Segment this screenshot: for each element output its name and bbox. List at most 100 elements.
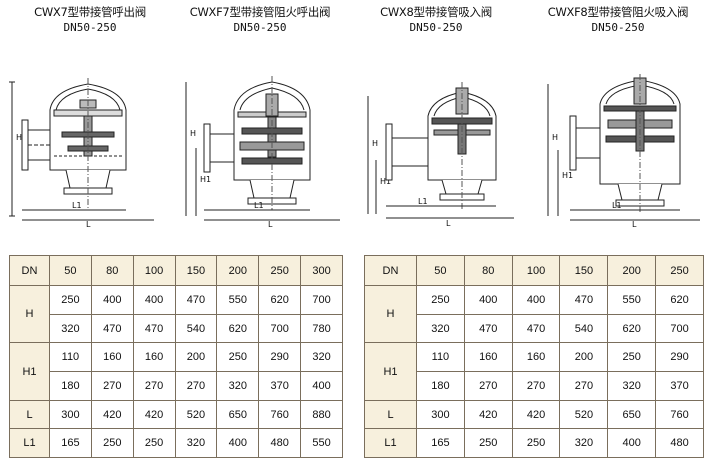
caption-size: DN50-250	[409, 21, 463, 34]
table-cell: 480	[655, 428, 704, 459]
dim-label-l1: L1	[612, 201, 622, 210]
table-cell: 165	[49, 428, 92, 459]
table-cell: 550	[607, 285, 657, 315]
drawing-cwxf7: H H1 L1 L	[180, 70, 350, 228]
dim-label-l1: L1	[72, 201, 82, 210]
table-header-row: DN 50 80 100 150 200 250 300	[9, 255, 343, 286]
table-header-row: DN 50 80 100 150 200 250	[364, 255, 704, 286]
table-cell: 320	[416, 313, 465, 344]
dim-label-h: H	[190, 129, 196, 138]
row-label: H1	[9, 342, 50, 401]
table-cell: 110	[49, 342, 92, 373]
dim-label-h1: H1	[200, 175, 211, 184]
drawing-cwx7: H L1 L	[8, 70, 173, 228]
spec-table-left: DN 50 80 100 150 200 250 300 H 250 400 4…	[9, 255, 343, 459]
column-header: 150	[559, 255, 609, 286]
table-cell: 165	[416, 428, 465, 459]
column-header: 50	[49, 255, 92, 286]
table-cell: 250	[416, 285, 465, 315]
dim-label-l: L	[632, 220, 637, 228]
table-cell: 320	[559, 428, 609, 459]
table-cell: 620	[258, 285, 302, 315]
table-cell: 420	[90, 399, 134, 430]
caption-title: CWX8型带接管吸入阀	[380, 5, 492, 19]
caption-cwx7: CWX7型带接管呼出阀 DN50-250	[10, 4, 170, 36]
column-header: 150	[174, 255, 218, 286]
spec-table-right: DN 50 80 100 150 200 250 H 250 400 400 4…	[364, 255, 704, 459]
table-corner-cell: DN	[364, 255, 417, 286]
table-cell: 290	[655, 342, 704, 373]
table-cell: 270	[511, 371, 561, 401]
table-cell: 200	[559, 342, 609, 373]
table-cell: 650	[216, 399, 260, 430]
table-row: 320 470 470 540 620 700	[365, 313, 704, 344]
table-cell: 700	[655, 313, 704, 344]
column-header: 50	[416, 255, 465, 286]
table-cell: 320	[300, 342, 343, 373]
caption-size: DN50-250	[233, 21, 287, 34]
table-cell: 250	[90, 428, 134, 459]
table-row: H 250 400 400 470 550 620 700	[9, 284, 343, 344]
table-cell: 540	[559, 313, 609, 344]
table-cell: 320	[49, 313, 92, 344]
table-cell: 400	[300, 371, 343, 401]
table-cell: 250	[132, 428, 176, 459]
table-cell: 540	[174, 313, 218, 344]
table-cell: 110	[416, 342, 465, 373]
caption-size: DN50-250	[63, 21, 117, 34]
row-label: H1	[364, 342, 417, 401]
dim-label-h1: H1	[562, 171, 573, 180]
table-cell: 400	[511, 285, 561, 315]
table-cell: 620	[216, 313, 260, 344]
table-row: L 300 420 420 520 650 760 880	[9, 399, 343, 430]
dim-label-h: H	[552, 133, 558, 142]
caption-size: DN50-250	[591, 21, 645, 34]
table-cell: 290	[258, 342, 302, 373]
table-cell: 620	[607, 313, 657, 344]
table-row: H1 110 160 160 200 250 290	[364, 342, 704, 401]
table-cell: 760	[258, 399, 302, 430]
row-label: L1	[364, 428, 417, 459]
table-cell: 250	[511, 428, 561, 459]
table-cell: 270	[90, 371, 134, 401]
caption-title: CWXF7型带接管阻火呼出阀	[189, 5, 331, 19]
table-cell: 420	[463, 399, 513, 430]
table-cell: 400	[216, 428, 260, 459]
table-cell: 470	[463, 313, 513, 344]
column-header: 200	[216, 255, 260, 286]
row-label: L	[9, 399, 50, 430]
column-header: 80	[463, 255, 513, 286]
table-cell: 420	[132, 399, 176, 430]
table-cell: 480	[258, 428, 302, 459]
caption-cwxf8: CWXF8型带接管阻火吸入阀 DN50-250	[530, 4, 706, 36]
table-cell: 160	[463, 342, 513, 373]
table-cell: 370	[655, 371, 704, 401]
row-label: H	[9, 284, 50, 344]
table-cell: 520	[174, 399, 218, 430]
column-header: 300	[300, 255, 343, 286]
table-cell: 160	[511, 342, 561, 373]
dim-label-l: L	[446, 219, 451, 228]
table-row: L1 165 250 250 320 400 480	[364, 428, 704, 459]
table-row: L1 165 250 250 320 400 480 550	[9, 428, 343, 459]
table-cell: 200	[174, 342, 218, 373]
drawing-cwx8: H H1 L1 L	[362, 76, 522, 228]
column-header: 200	[607, 255, 657, 286]
table-row: L 300 420 420 520 650 760	[364, 399, 704, 430]
dim-label-h: H	[16, 133, 22, 142]
table-cell: 250	[463, 428, 513, 459]
table-cell: 320	[607, 371, 657, 401]
table-cell: 160	[90, 342, 134, 373]
table-cell: 300	[416, 399, 465, 430]
column-header: 250	[655, 255, 704, 286]
table-cell: 470	[559, 285, 609, 315]
table-row: H 250 400 400 470 550 620	[364, 284, 704, 344]
table-cell: 650	[607, 399, 657, 430]
table-cell: 620	[655, 285, 704, 315]
table-cell: 470	[511, 313, 561, 344]
table-cell: 180	[49, 371, 92, 401]
dim-label-h1: H1	[380, 177, 391, 186]
table-cell: 160	[132, 342, 176, 373]
column-header: 100	[132, 255, 176, 286]
caption-cwxf7: CWXF7型带接管阻火呼出阀 DN50-250	[172, 4, 348, 36]
